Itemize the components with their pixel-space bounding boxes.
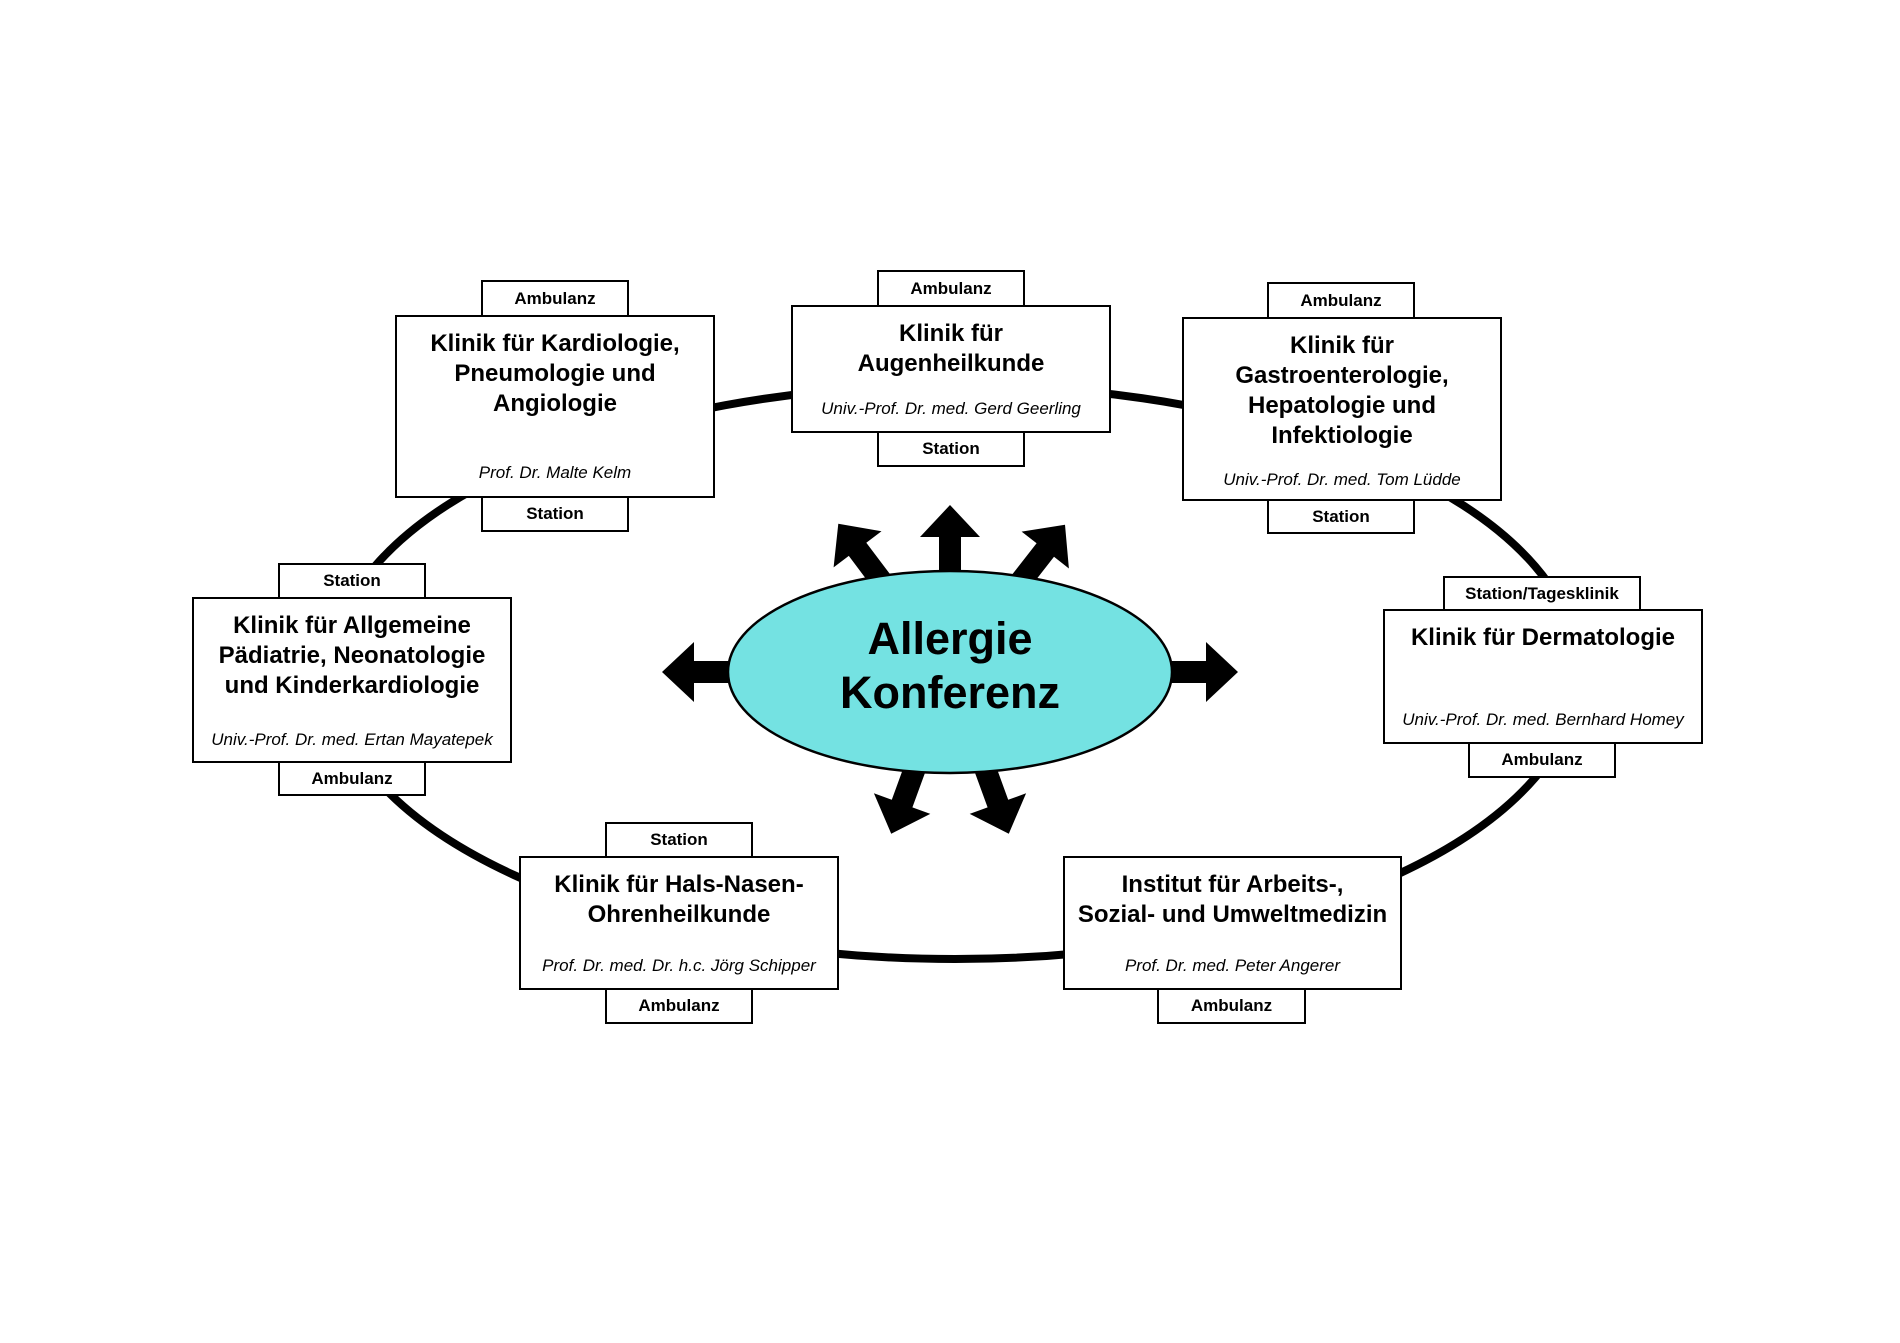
- augenheilkunde-ambulanz-tab[interactable]: Ambulanz: [877, 270, 1025, 307]
- title-line: und Kinderkardiologie: [224, 672, 480, 699]
- kardiologie-ambulanz-tab[interactable]: Ambulanz: [481, 280, 629, 317]
- department-box-paediatrie[interactable]: Klinik für Allgemeine Pädiatrie, Neonato…: [192, 597, 512, 763]
- paediatrie-ambulanz-tab[interactable]: Ambulanz: [278, 761, 426, 796]
- paediatrie-station-tab[interactable]: Station: [278, 563, 426, 599]
- title-line: Ohrenheilkunde: [587, 901, 771, 928]
- arrow-up-icon: [920, 505, 980, 581]
- title-line: Gastroenterologie,: [1235, 362, 1449, 389]
- hno-ambulanz-tab[interactable]: Ambulanz: [605, 988, 753, 1024]
- arrow-left-icon: [662, 642, 738, 702]
- title-line: Klinik für: [898, 320, 1003, 347]
- gastroenterologie-ambulanz-tab[interactable]: Ambulanz: [1267, 282, 1415, 319]
- arrow-down-left-icon: [873, 758, 931, 834]
- department-head: Univ.-Prof. Dr. med. Ertan Mayatepek: [211, 730, 493, 749]
- title-line: Augenheilkunde: [857, 350, 1045, 377]
- gastroenterologie-station-tab[interactable]: Station: [1267, 499, 1415, 534]
- department-box-dermatologie[interactable]: Klinik für Dermatologie Univ.-Prof. Dr. …: [1383, 609, 1703, 744]
- dermatologie-station-tagesklinik-tab[interactable]: Station/Tagesklinik: [1443, 576, 1641, 611]
- department-box-augenheilkunde[interactable]: Klinik für Augenheilkunde Univ.-Prof. Dr…: [791, 305, 1111, 433]
- department-title: Klinik für Allgemeine Pädiatrie, Neonato…: [219, 611, 486, 701]
- department-box-hno[interactable]: Klinik für Hals-Nasen- Ohrenheilkunde Pr…: [519, 856, 839, 990]
- department-title: Institut für Arbeits-, Sozial- und Umwel…: [1078, 870, 1387, 930]
- center-label: Allergie Konferenz: [728, 612, 1172, 720]
- arrow-up-right-icon: [1009, 524, 1069, 592]
- center-label-line1: Allergie: [867, 613, 1033, 664]
- title-line: Klinik für Hals-Nasen-: [554, 871, 804, 898]
- department-head: Prof. Dr. Malte Kelm: [478, 463, 632, 482]
- title-line: Institut für Arbeits-,: [1121, 871, 1344, 898]
- department-title: Klinik für Hals-Nasen- Ohrenheilkunde: [554, 870, 803, 930]
- center-label-line2: Konferenz: [839, 667, 1060, 718]
- arbeitsmedizin-ambulanz-tab[interactable]: Ambulanz: [1157, 988, 1306, 1024]
- title-line: Pneumologie und: [454, 360, 656, 387]
- department-title: Klinik für Augenheilkunde: [858, 319, 1045, 379]
- department-title: Klinik für Dermatologie: [1411, 623, 1675, 653]
- department-head: Prof. Dr. med. Peter Angerer: [1124, 956, 1341, 975]
- arrows-group: [662, 505, 1238, 834]
- center-ellipse[interactable]: [726, 569, 1174, 775]
- department-title: Klinik für Kardiologie, Pneumologie und …: [430, 329, 679, 419]
- title-line: Klinik für: [1289, 332, 1394, 359]
- department-head: Prof. Dr. med. Dr. h.c. Jörg Schipper: [542, 956, 816, 975]
- department-title: Klinik für Gastroenterologie, Hepatologi…: [1235, 331, 1448, 451]
- title-line: Klinik für Allgemeine: [233, 612, 471, 639]
- department-box-gastroenterologie[interactable]: Klinik für Gastroenterologie, Hepatologi…: [1182, 317, 1502, 501]
- title-line: Infektiologie: [1271, 422, 1413, 449]
- hno-station-tab[interactable]: Station: [605, 822, 753, 858]
- title-line: Hepatologie und: [1248, 392, 1436, 419]
- title-line: Sozial- und Umweltmedizin: [1077, 901, 1388, 928]
- department-head: Univ.-Prof. Dr. med. Gerd Geerling: [821, 399, 1081, 418]
- title-line: Pädiatrie, Neonatologie: [218, 642, 486, 669]
- department-box-kardiologie[interactable]: Klinik für Kardiologie, Pneumologie und …: [395, 315, 715, 498]
- title-line: Angiologie: [493, 390, 617, 417]
- arrow-down-right-icon: [969, 758, 1027, 834]
- department-head: Univ.-Prof. Dr. med. Tom Lüdde: [1223, 470, 1461, 489]
- kardiologie-station-tab[interactable]: Station: [481, 496, 629, 532]
- dermatologie-ambulanz-tab[interactable]: Ambulanz: [1468, 742, 1616, 778]
- title-line: Klinik für Dermatologie: [1410, 624, 1676, 651]
- department-box-arbeitsmedizin[interactable]: Institut für Arbeits-, Sozial- und Umwel…: [1063, 856, 1402, 990]
- augenheilkunde-station-tab[interactable]: Station: [877, 431, 1025, 467]
- title-line: Klinik für Kardiologie,: [430, 330, 680, 357]
- arrow-right-icon: [1162, 642, 1238, 702]
- arrow-up-left-icon: [833, 523, 893, 592]
- department-head: Univ.-Prof. Dr. med. Bernhard Homey: [1402, 710, 1684, 729]
